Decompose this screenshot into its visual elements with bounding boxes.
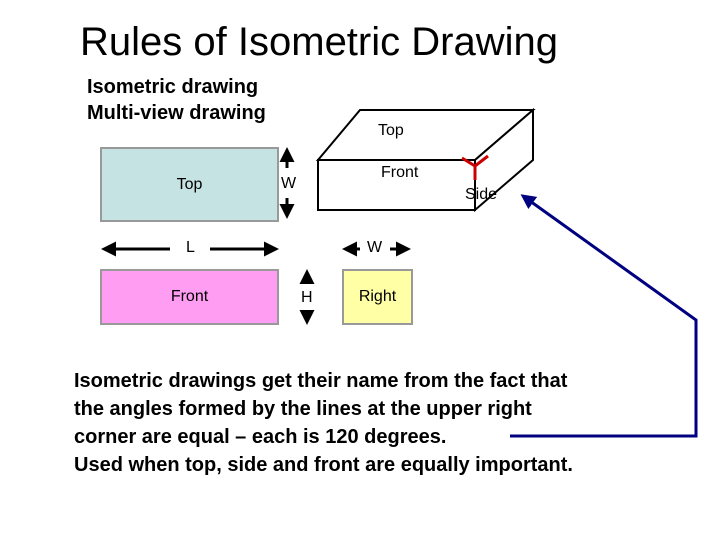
dimension-label-h: H: [301, 289, 313, 306]
explanation-line-2: the angles formed by the lines at the up…: [74, 398, 532, 420]
explanation-line-4: Used when top, side and front are equall…: [74, 454, 573, 476]
isometric-side-face: [474, 107, 534, 213]
isometric-top-label: Top: [378, 122, 404, 139]
dimension-label-w-right: W: [367, 239, 383, 256]
dimension-label-l: L: [186, 239, 195, 256]
slide-title: Rules of Isometric Drawing: [80, 20, 558, 64]
right-view-rect: Right: [342, 269, 413, 325]
explanation-line-1: Isometric drawings get their name from t…: [74, 370, 568, 392]
corner-angle-mark: [461, 154, 489, 180]
subtitle-multiview-drawing: Multi-view drawing: [87, 102, 266, 124]
isometric-side-label: Side: [465, 186, 498, 203]
top-view-label: Top: [176, 175, 203, 193]
subtitle-isometric-drawing: Isometric drawing: [87, 76, 259, 98]
dimension-label-w-top: W: [281, 175, 297, 192]
isometric-front-label: Front: [381, 164, 419, 181]
right-view-label: Right: [358, 288, 397, 305]
explanation-text: Isometric drawings get their name from t…: [74, 367, 694, 479]
isometric-box: [315, 107, 536, 213]
front-view-label: Front: [170, 288, 209, 305]
top-view-rect: Top: [100, 147, 279, 222]
pointer-line: [510, 194, 698, 438]
front-view-rect: Front: [100, 269, 279, 325]
explanation-line-3: corner are equal – each is 120 degrees.: [74, 426, 447, 448]
